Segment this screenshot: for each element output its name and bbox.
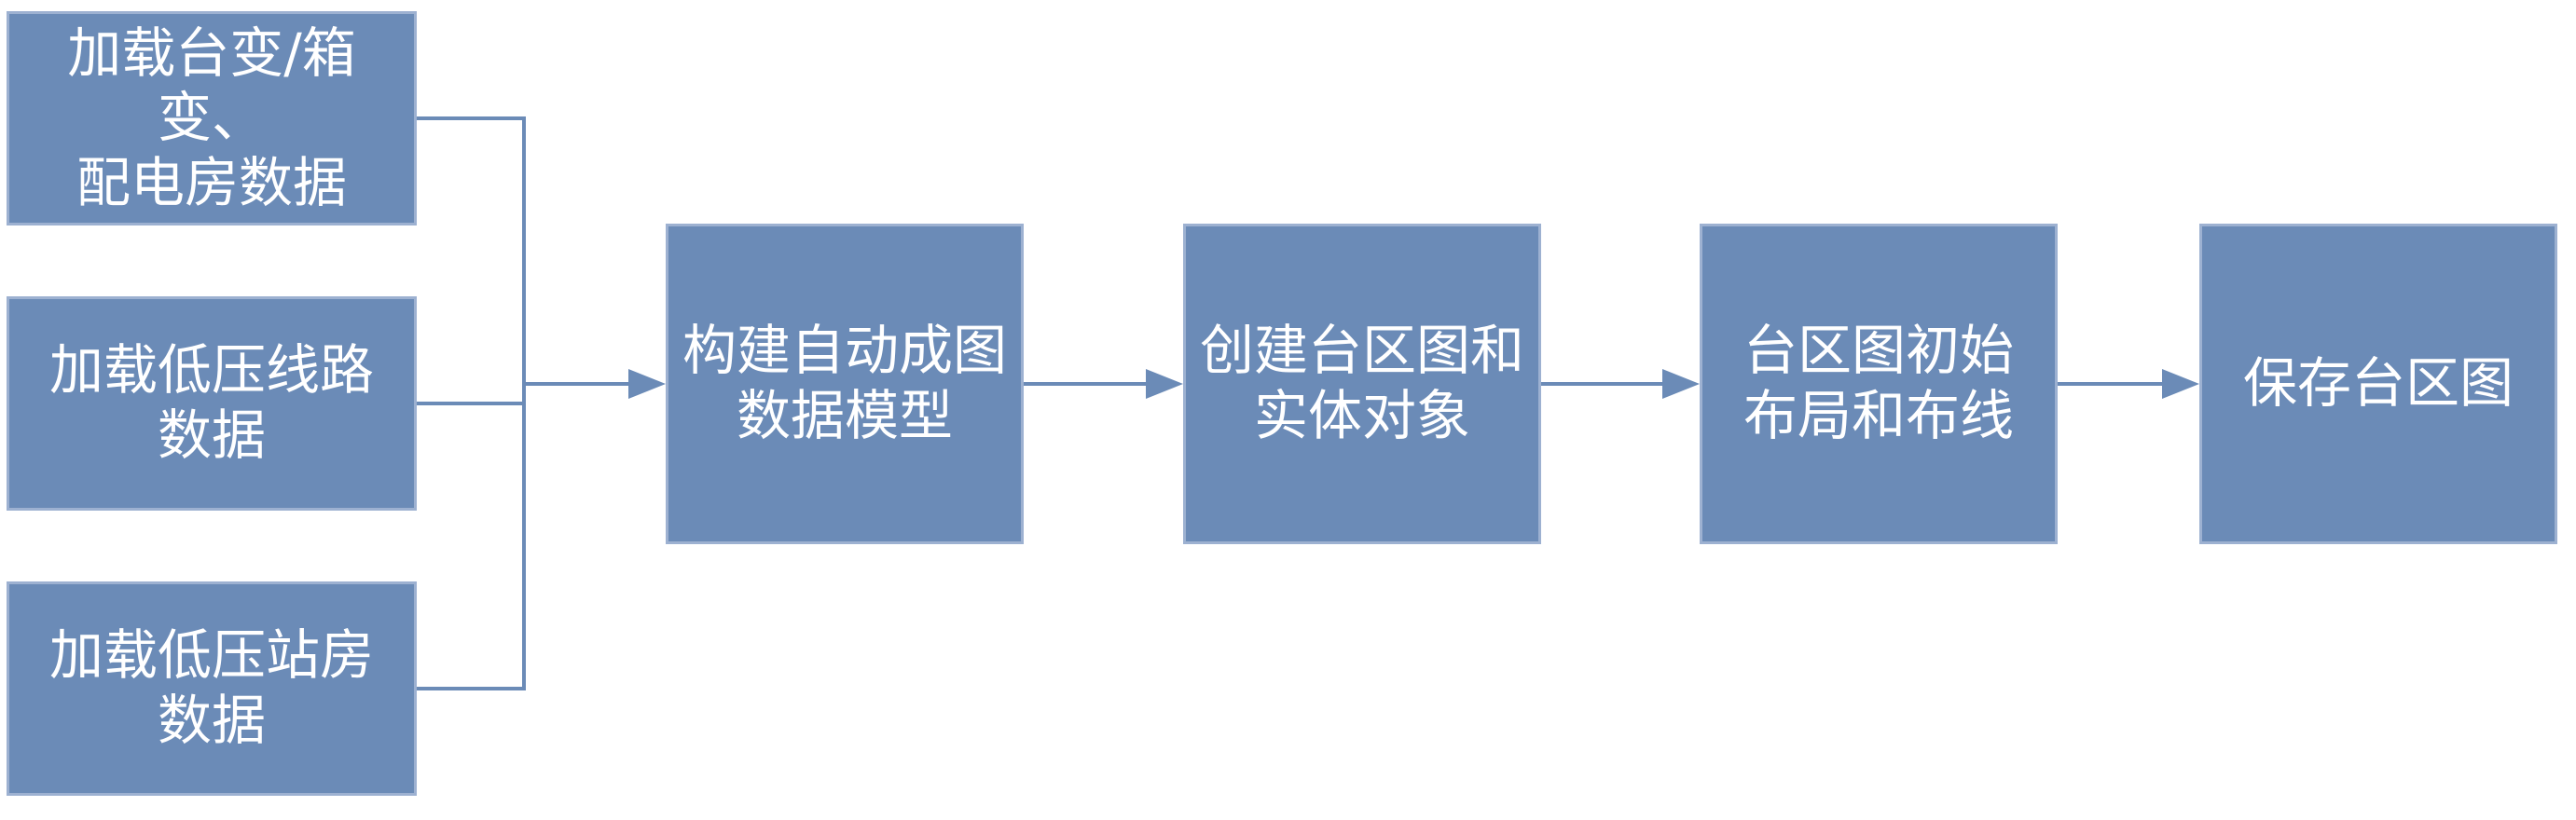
box-label-line: 构建自动成图	[682, 319, 1007, 383]
box-label: 加载低压线路 数据	[49, 338, 374, 468]
source-box-low-voltage-line-data: 加载低压线路 数据	[7, 296, 417, 511]
arrow-head-icon	[1146, 369, 1183, 399]
arrow-head-icon	[1662, 369, 1700, 399]
box-label-line: 保存台区图	[2242, 351, 2514, 416]
source-box-low-voltage-station-data: 加载低压站房 数据	[7, 581, 417, 796]
source-box-transformer-data: 加载台变/箱变、 配电房数据	[7, 11, 417, 226]
box-label-line: 加载台变/箱变、	[67, 20, 356, 150]
step-box-save-diagram: 保存台区图	[2199, 224, 2557, 544]
box-label-line: 配电房数据	[76, 150, 347, 214]
box-label-line: 台区图初始	[1743, 319, 2014, 383]
box-label-line: 加载低压线路	[48, 338, 374, 403]
arrow-head-icon	[2162, 369, 2199, 399]
box-label-line: 数据模型	[736, 384, 953, 447]
arrow-head-icon	[628, 369, 666, 399]
step-box-create-objects: 创建台区图和 实体对象	[1183, 224, 1541, 544]
box-label-line: 创建台区图和	[1199, 319, 1524, 383]
box-label: 台区图初始 布局和布线	[1743, 319, 2014, 448]
box-label-line: 数据	[157, 403, 266, 467]
box-label: 构建自动成图 数据模型	[682, 319, 1007, 448]
box-label: 加载台变/箱变、 配电房数据	[15, 21, 408, 216]
box-label: 创建台区图和 实体对象	[1200, 319, 1524, 448]
box-label: 加载低压站房 数据	[49, 623, 374, 753]
box-label-line: 实体对象	[1253, 384, 1470, 447]
box-label: 保存台区图	[2243, 351, 2514, 417]
box-label-line: 布局和布线	[1743, 384, 2014, 447]
step-box-initial-layout: 台区图初始 布局和布线	[1700, 224, 2058, 544]
box-label-line: 数据	[157, 689, 266, 752]
step-box-build-data-model: 构建自动成图 数据模型	[666, 224, 1024, 544]
box-label-line: 加载低压站房	[48, 623, 374, 688]
